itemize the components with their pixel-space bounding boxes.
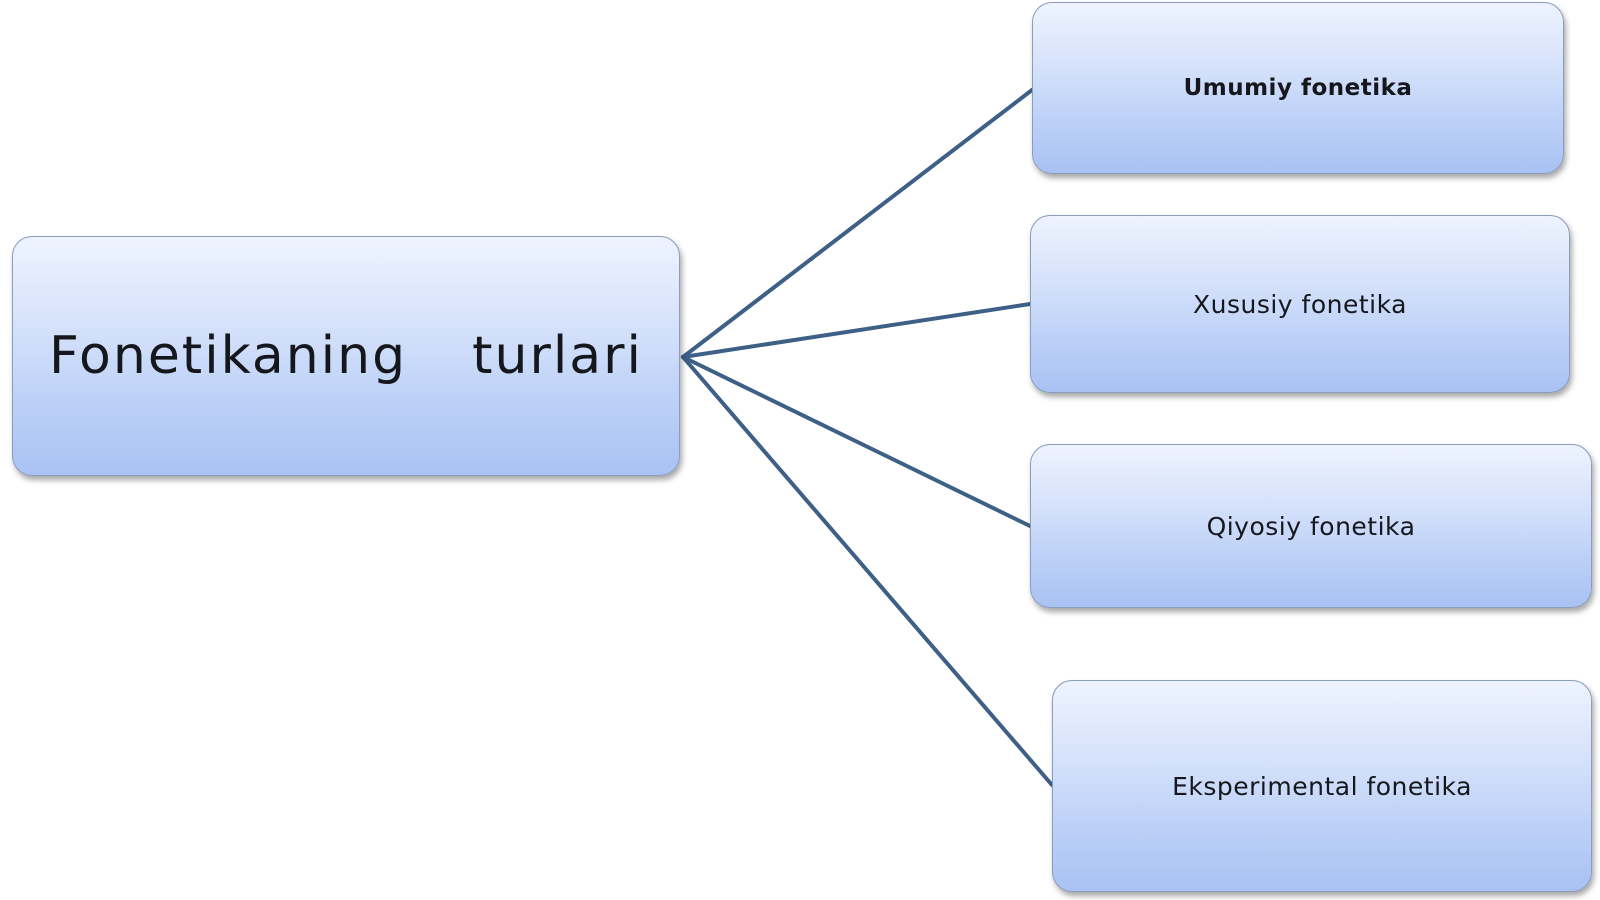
connector-xususiy	[681, 302, 1032, 359]
child-node-label: Qiyosiy fonetika	[1206, 511, 1416, 541]
child-node-eksperimental: Eksperimental fonetika	[1052, 680, 1592, 892]
child-node-umumiy: Umumiy fonetika	[1032, 2, 1564, 174]
child-node-xususiy: Xususiy fonetika	[1030, 215, 1570, 393]
connector-umumiy	[681, 88, 1034, 359]
connector-qiyosiy	[681, 355, 1032, 528]
root-node: Fonetikaning turlari	[12, 236, 680, 476]
child-node-label: Eksperimental fonetika	[1172, 771, 1472, 801]
child-node-label: Xususiy fonetika	[1193, 289, 1407, 319]
child-node-qiyosiy: Qiyosiy fonetika	[1030, 444, 1592, 608]
connector-eksperimental	[681, 355, 1054, 787]
child-node-label: Umumiy fonetika	[1183, 75, 1413, 101]
root-node-label: Fonetikaning turlari	[48, 326, 643, 386]
